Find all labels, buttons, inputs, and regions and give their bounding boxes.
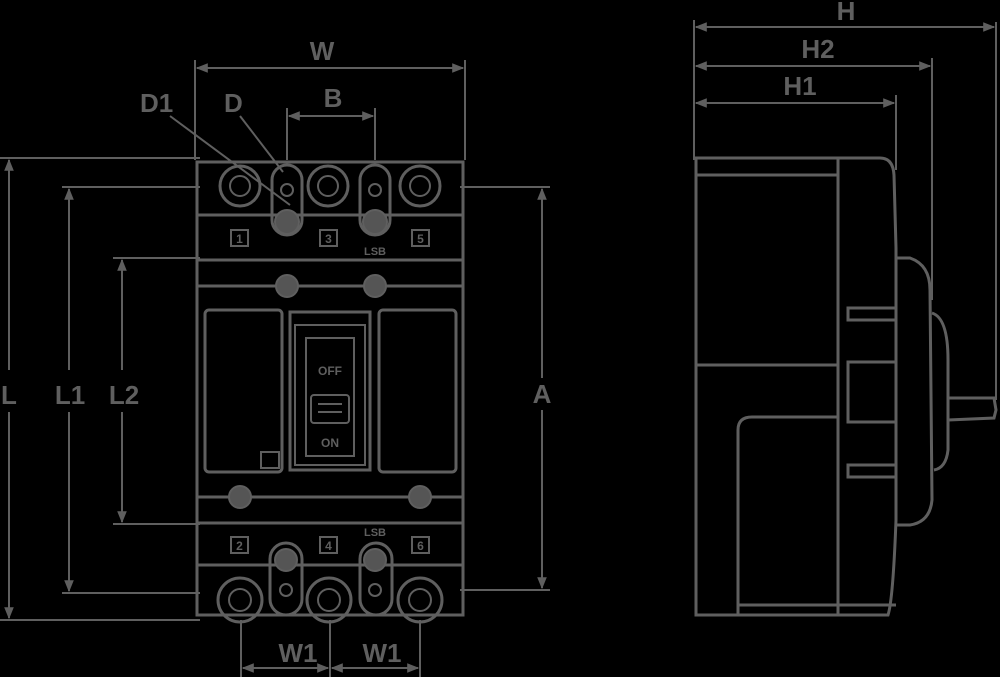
switch-off-label: OFF — [318, 364, 342, 378]
dim-h-label: H — [837, 0, 856, 26]
toggle-switch: OFF ON — [288, 310, 372, 472]
dim-d1-label: D1 — [140, 88, 173, 118]
line-label-top: LSB — [364, 246, 386, 258]
front-view: W B D1 D L L1 L2 A — [0, 36, 552, 677]
dim-d-label: D — [224, 88, 243, 118]
terminal-1: 1 — [236, 232, 243, 246]
dim-l1-label: L1 — [55, 380, 85, 410]
dim-w1-right-label: W1 — [363, 638, 402, 668]
terminal-3: 3 — [325, 232, 332, 246]
switch-on-label: ON — [321, 436, 339, 450]
dim-l-label: L — [1, 380, 17, 410]
dim-h1-label: H1 — [783, 71, 816, 101]
terminal-2: 2 — [236, 539, 243, 553]
line-label-bottom: LSB — [364, 527, 386, 539]
dim-b-label: B — [324, 83, 343, 113]
side-view: H H2 H1 — [693, 0, 998, 617]
bottom-terminals: 2 4 6 LSB — [216, 527, 444, 624]
terminal-5: 5 — [417, 232, 424, 246]
dim-a-label: A — [533, 379, 552, 409]
dim-l2-label: L2 — [109, 380, 139, 410]
top-terminals: 1 3 5 LSB — [218, 163, 442, 258]
dim-h2-label: H2 — [801, 34, 834, 64]
dim-w-label: W — [310, 36, 335, 66]
dim-w1-left-label: W1 — [279, 638, 318, 668]
terminal-4: 4 — [325, 539, 332, 553]
terminal-6: 6 — [417, 539, 424, 553]
